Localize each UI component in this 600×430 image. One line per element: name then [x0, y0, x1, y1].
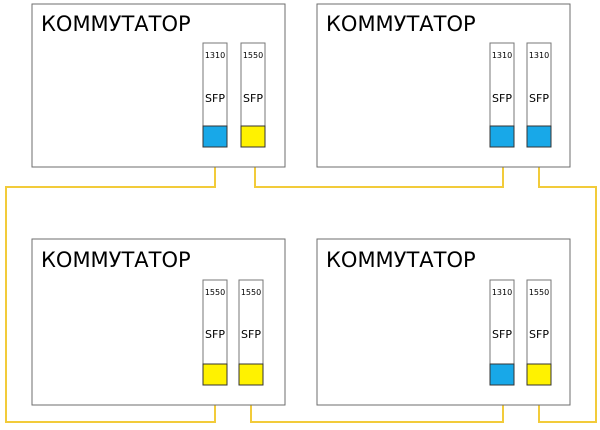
sfp-type-label: SFP: [529, 328, 549, 341]
sfp-port-yellow: [240, 125, 266, 148]
sfp-wavelength: 1310: [492, 51, 512, 60]
switch-1: КОММУТАТОР 1310 SFP 1550 SFP: [31, 3, 286, 168]
sfp-wavelength: 1550: [243, 51, 263, 60]
sfp-wavelength: 1550: [241, 288, 261, 297]
sfp-wavelength: 1310: [492, 288, 512, 297]
sfp-module-1: 1310 SFP: [202, 42, 228, 148]
fiber-link-2-right-to-4-right: [538, 147, 597, 423]
fiber-link-1-left-to-3-left: [5, 147, 216, 423]
sfp-wavelength: 1310: [205, 51, 225, 60]
switch-4: КОММУТАТОР 1310 SFP 1550 SFP: [316, 238, 571, 406]
sfp-type-label: SFP: [492, 92, 512, 105]
switch-label: КОММУТАТОР: [41, 248, 191, 272]
sfp-port-blue: [202, 125, 228, 148]
sfp-port-blue: [489, 363, 515, 386]
sfp-wavelength: 1550: [529, 288, 549, 297]
sfp-module-1: 1310 SFP: [489, 42, 515, 148]
sfp-type-label: SFP: [529, 92, 549, 105]
sfp-port-blue: [489, 125, 515, 148]
sfp-module-1: 1310 SFP: [489, 279, 515, 386]
switch-label: КОММУТАТОР: [326, 12, 476, 36]
sfp-port-yellow: [238, 363, 264, 386]
sfp-type-label: SFP: [205, 328, 225, 341]
switch-label: КОММУТАТОР: [326, 248, 476, 272]
sfp-port-blue: [526, 125, 552, 148]
switch-3: КОММУТАТОР 1550 SFP 1550 SFP: [31, 238, 286, 406]
sfp-module-2: 1550 SFP: [526, 279, 552, 386]
switch-label: КОММУТАТОР: [41, 12, 191, 36]
sfp-type-label: SFP: [243, 92, 263, 105]
sfp-module-2: 1550 SFP: [238, 279, 264, 386]
sfp-module-2: 1550 SFP: [240, 42, 266, 148]
sfp-port-yellow: [202, 363, 228, 386]
sfp-wavelength: 1310: [529, 51, 549, 60]
sfp-wavelength: 1550: [205, 288, 225, 297]
sfp-type-label: SFP: [492, 328, 512, 341]
sfp-module-1: 1550 SFP: [202, 279, 228, 386]
sfp-type-label: SFP: [241, 328, 261, 341]
switch-2: КОММУТАТОР 1310 SFP 1310 SFP: [316, 3, 571, 168]
sfp-type-label: SFP: [205, 92, 225, 105]
sfp-module-2: 1310 SFP: [526, 42, 552, 148]
sfp-port-yellow: [526, 363, 552, 386]
